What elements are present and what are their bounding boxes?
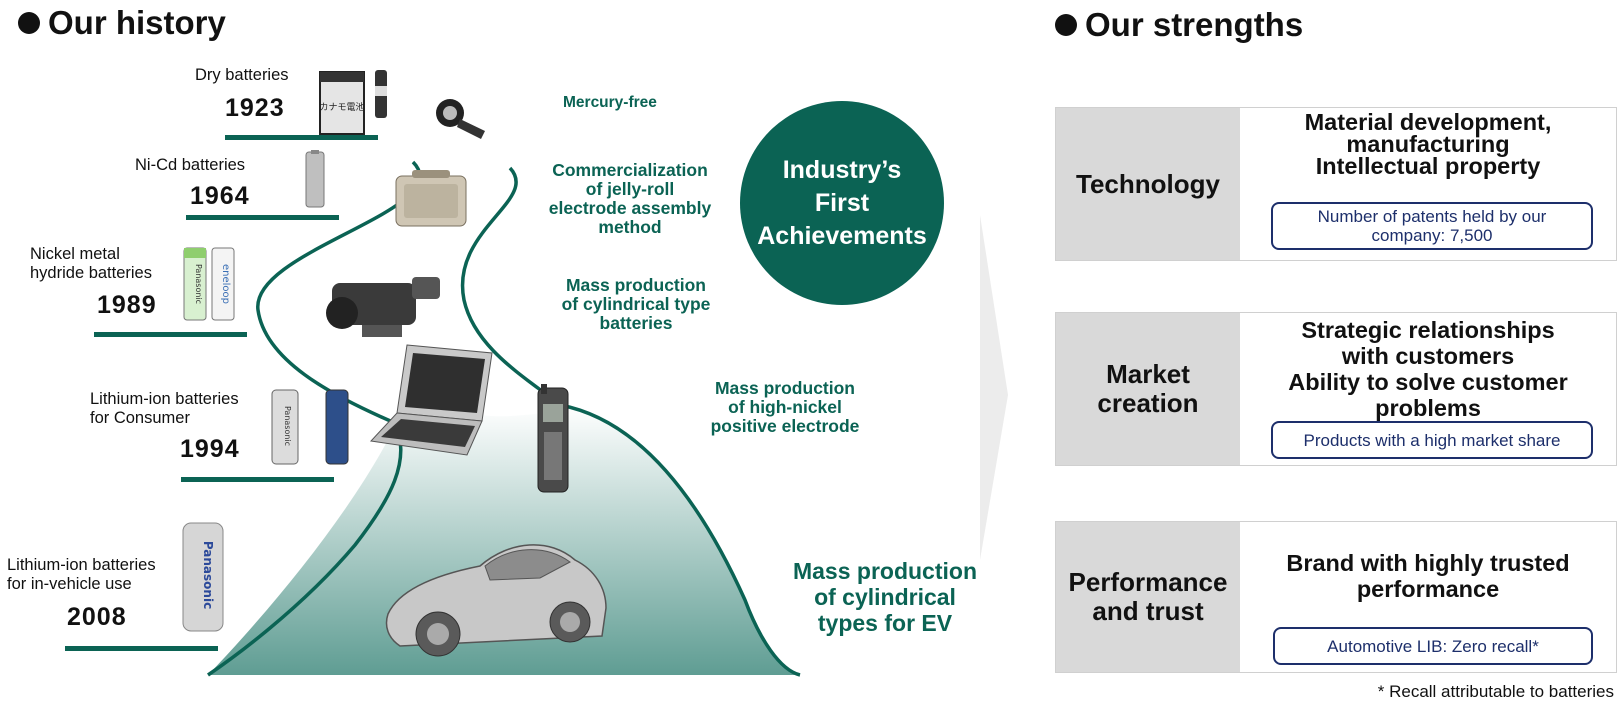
market-share-pill: Products with a high market share [1271, 421, 1593, 459]
circle-text: Industry’s First Achievements [757, 155, 927, 250]
strengths-title: Our strengths [1055, 6, 1303, 44]
strength-head: Market creation [1056, 313, 1240, 465]
underline-1989 [94, 332, 247, 337]
underline-1964 [186, 215, 339, 220]
battery-label-liion-consumer: Lithium-ion batteries for Consumer [90, 390, 239, 427]
footnote: * Recall attributable to batteries [1377, 682, 1614, 701]
strength-body: Material development, manufacturing Inte… [1304, 109, 1552, 179]
battery-label-liion-vehicle: Lithium-ion batteries for in-vehicle use [7, 556, 156, 593]
strength-row-technology: Technology Material development, manufac… [1055, 107, 1617, 261]
strength-row-performance: Performance and trust Brand with highly … [1055, 521, 1617, 673]
achievement-high-nickel: Mass production of high-nickel positive … [710, 378, 860, 436]
strength-head: Technology [1056, 108, 1240, 260]
achievement-mercury-free: Mercury-free [563, 94, 657, 111]
flashlight-icon [436, 99, 485, 139]
liion-consumer-battery-icon: Panasonic [271, 389, 349, 465]
battery-label-dry: Dry batteries [195, 66, 289, 84]
strengths-title-text: Our strengths [1085, 6, 1304, 43]
year-1994: 1994 [180, 435, 240, 463]
liion-brand-text: Panasonic [283, 406, 292, 446]
industry-first-circle: Industry’s First Achievements [740, 101, 944, 305]
left-curve [207, 160, 422, 677]
dry-battery-can-icon: カナモ電池 [319, 70, 387, 135]
battery-label-nimh: Nickel metal hydride batteries [30, 245, 152, 282]
year-2008: 2008 [67, 603, 127, 631]
underline-1994 [181, 477, 334, 482]
battery-label-nicd: Ni-Cd batteries [135, 156, 246, 174]
strength-head-text: Performance and trust [1068, 567, 1228, 626]
strength-head-text: Market creation [1097, 359, 1199, 418]
year-1964: 1964 [190, 182, 250, 210]
strength-row-market: Market creation Strategic relationships … [1055, 312, 1617, 466]
car-icon [385, 544, 607, 657]
history-title: Our history [18, 4, 226, 42]
year-1923: 1923 [225, 94, 285, 122]
dry-battery-can-text: カナモ電池 [319, 101, 364, 113]
liion-vehicle-battery-icon: Panasonic [182, 522, 224, 632]
eneloop-text: eneloop [220, 264, 231, 304]
underline-1923 [225, 135, 378, 140]
strength-body: Brand with highly trusted performance [1286, 550, 1570, 602]
nicd-battery-icon [305, 150, 325, 208]
camcorder-icon [326, 277, 440, 337]
laptop-icon [369, 344, 493, 456]
radio-icon [395, 170, 467, 227]
vehicle-brand-text: Panasonic [201, 541, 215, 609]
arrow-chevron [980, 215, 1008, 560]
achievement-cylindrical: Mass production of cylindrical type batt… [561, 275, 711, 333]
year-1989: 1989 [97, 291, 157, 319]
nimh-brand-text: Panasonic [194, 264, 203, 304]
timeline-graphic [207, 160, 1008, 677]
history-title-text: Our history [48, 4, 226, 41]
bullet-icon [1055, 14, 1077, 36]
zero-recall-pill: Automotive LIB: Zero recall* [1273, 627, 1593, 665]
mobile-phone-icon [537, 384, 569, 493]
achievement-ev: Mass production of cylindrical types for… [792, 558, 977, 636]
underline-2008 [65, 646, 218, 651]
strength-body: Strategic relationships with customers A… [1288, 317, 1568, 421]
bullet-icon [18, 12, 40, 34]
mountain-shape [208, 405, 800, 675]
nimh-battery-icon: Panasonic eneloop [183, 247, 235, 321]
strength-head-text: Technology [1076, 168, 1220, 199]
strength-head: Performance and trust [1056, 522, 1240, 672]
patents-pill: Number of patents held by our company: 7… [1271, 202, 1593, 250]
achievement-jelly-roll: Commercialization of jelly-roll electrod… [548, 160, 712, 237]
